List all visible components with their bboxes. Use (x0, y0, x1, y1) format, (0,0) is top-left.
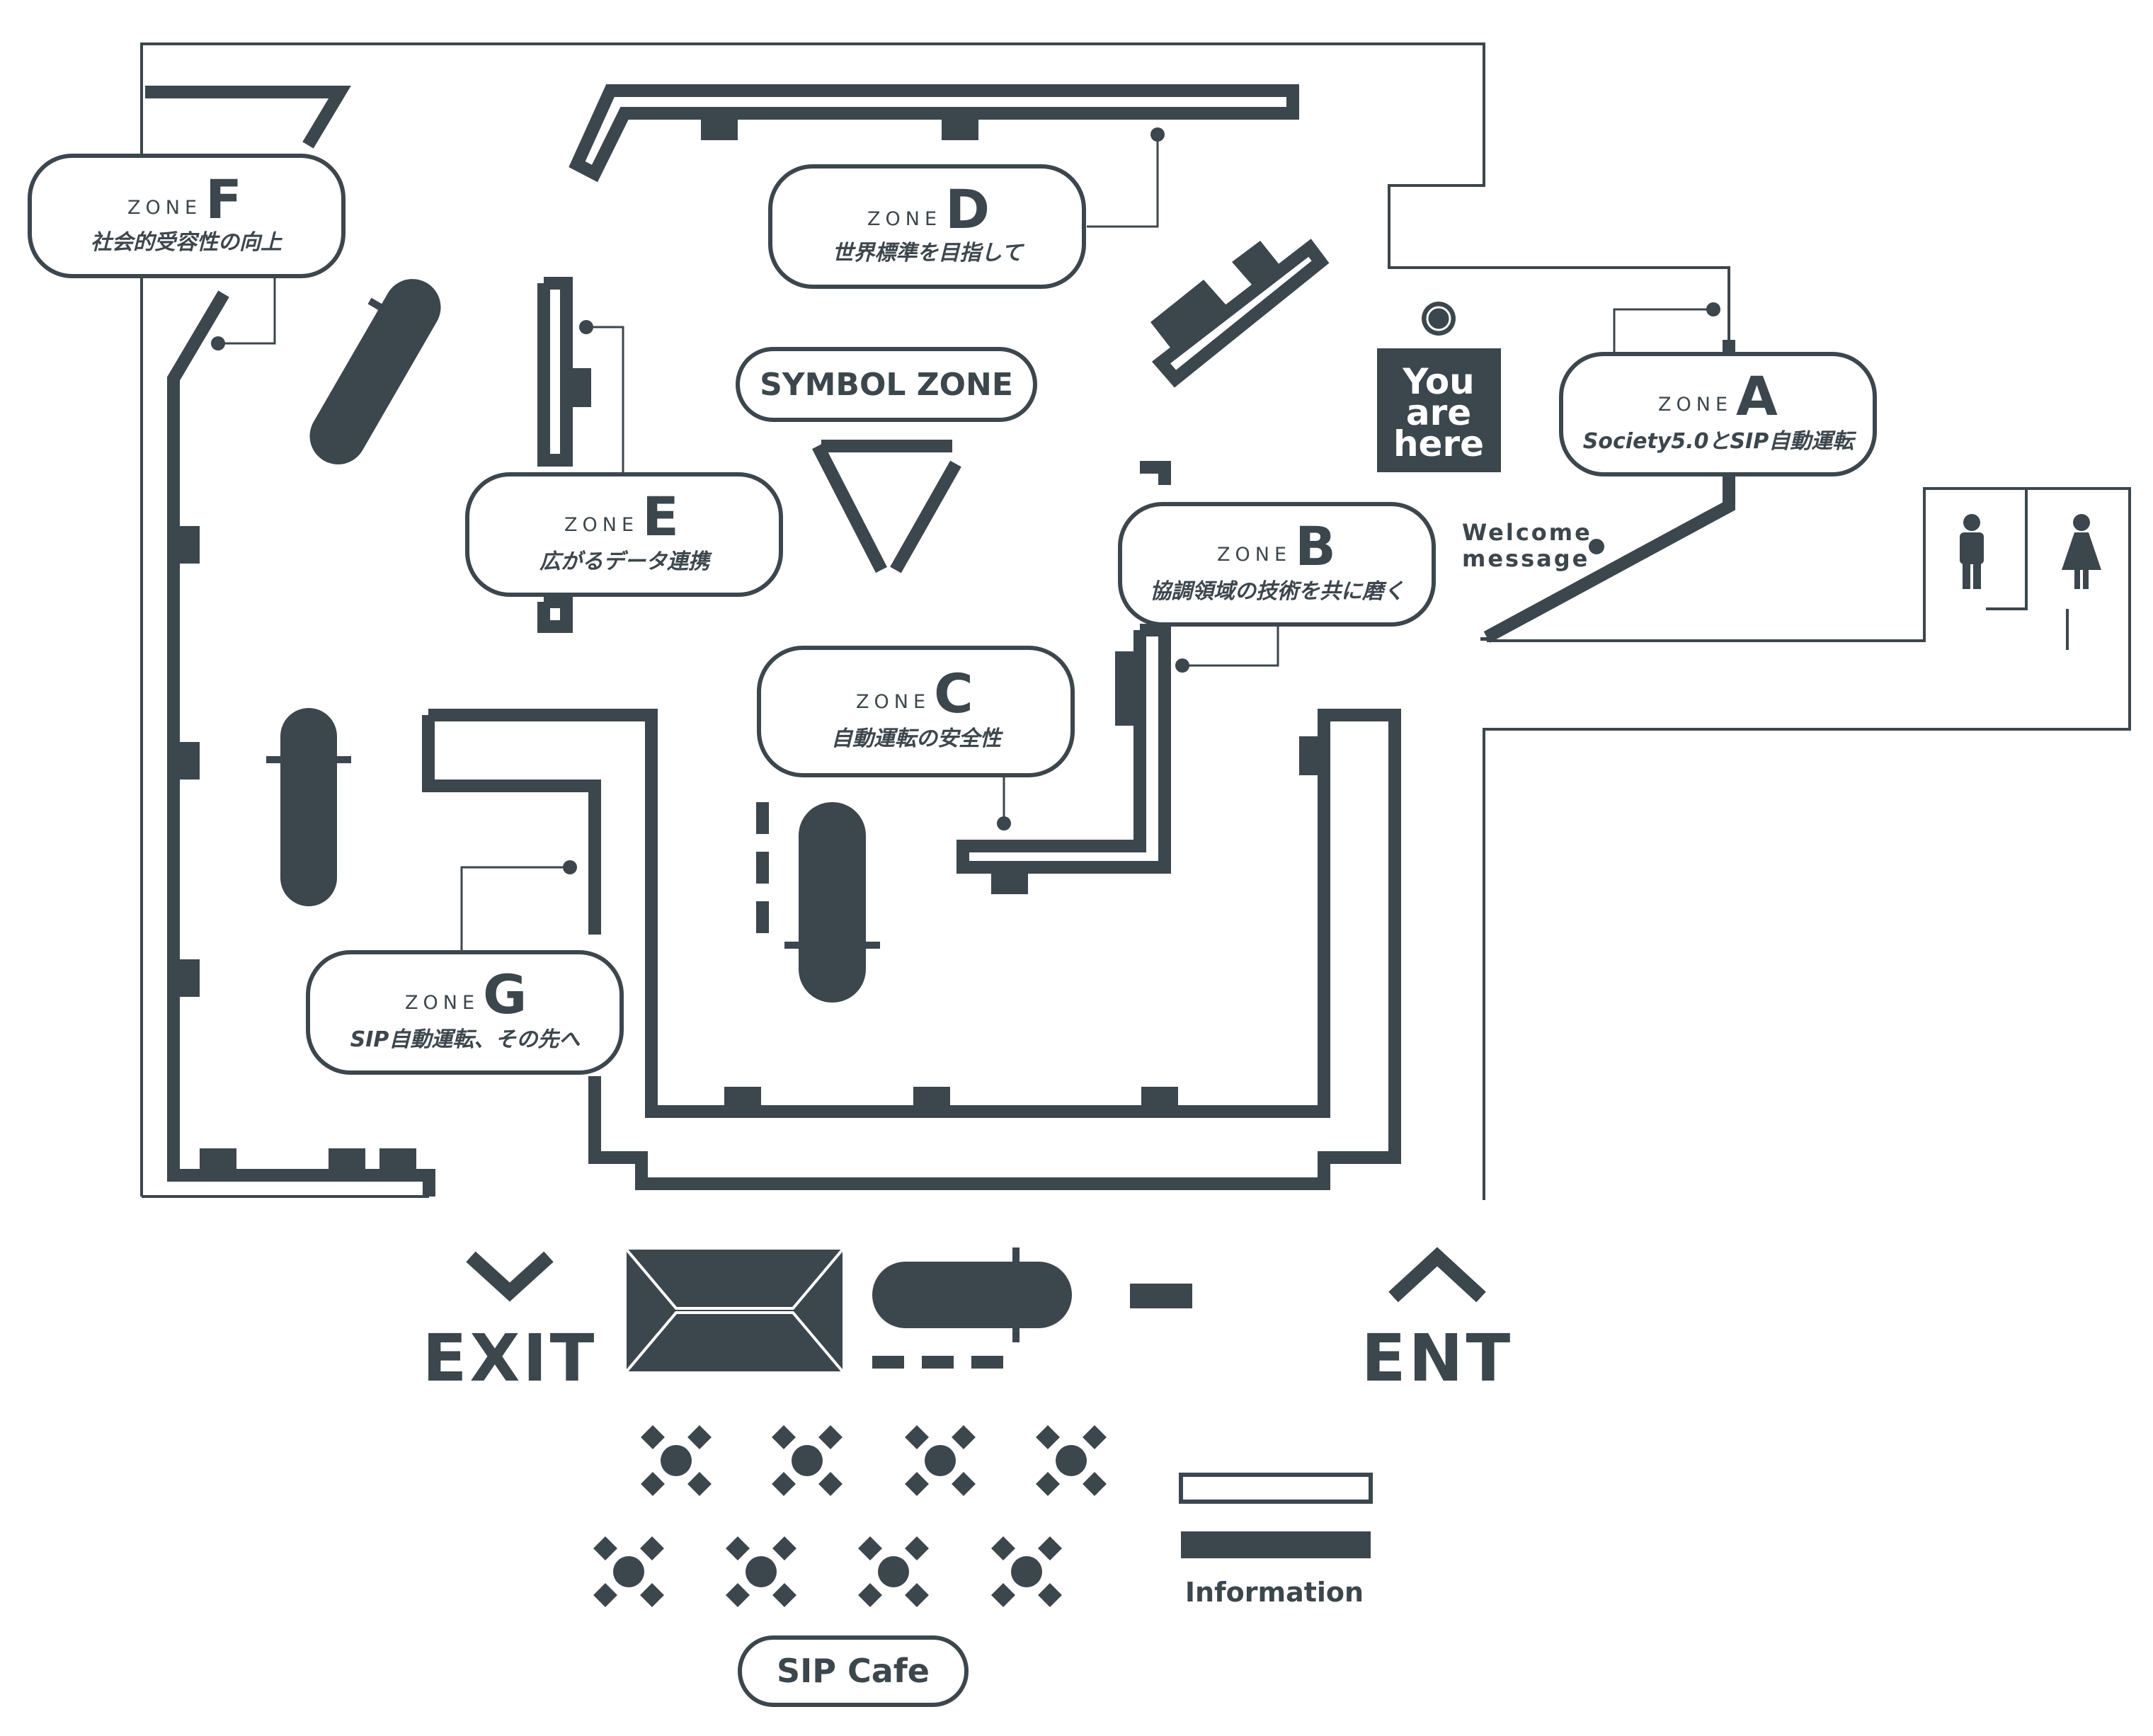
car-icon (872, 1247, 1072, 1369)
cafe-table-icon (991, 1536, 1062, 1607)
cafe-table-icon (1036, 1425, 1107, 1496)
symbol-zone-label[interactable]: SYMBOL ZONE (736, 347, 1037, 422)
information-desk (1179, 1473, 1373, 1558)
zone-title: 広がるデータ連携 (539, 549, 712, 574)
zone-word: ZONE (856, 691, 930, 713)
you-are-here-line3: here (1393, 423, 1484, 464)
zone-word: ZONE (127, 197, 202, 219)
symbol-zone-text: SYMBOL ZONE (760, 367, 1013, 403)
zone-d-label[interactable]: ZONE D 世界標準を目指して (768, 164, 1086, 289)
welcome-line1: Welcome (1462, 519, 1592, 546)
female-restroom-icon (2062, 514, 2101, 589)
interior-walls (145, 84, 1735, 1197)
stage-platform (625, 1248, 844, 1373)
zone-word: ZONE (405, 992, 479, 1014)
zone-e-label[interactable]: ZONE E 広がるデータ連携 (465, 472, 783, 597)
zone-title: Society5.0とSIP自動運転 (1583, 429, 1857, 454)
zone-b-label[interactable]: ZONE B 協調領域の技術を共に磨く (1118, 502, 1436, 627)
car-icon (756, 802, 880, 1003)
zone-a-label[interactable]: ZONE A Society5.0とSIP自動運転 (1559, 352, 1877, 476)
you-are-here-line1: You (1402, 361, 1475, 402)
sip-cafe-text: SIP Cafe (777, 1652, 930, 1690)
zone-title: 社会的受容性の向上 (91, 230, 282, 255)
cafe-table-icon (593, 1536, 664, 1607)
zone-word: ZONE (1658, 394, 1732, 416)
zone-title: SIP自動運転、その先へ (350, 1027, 581, 1052)
zone-letter: C (934, 662, 973, 725)
exit-label: EXIT (423, 1320, 598, 1396)
zone-word: ZONE (1217, 544, 1291, 566)
zone-title: 世界標準を目指して (832, 241, 1024, 265)
cafe-table-icon (858, 1536, 929, 1607)
wall-stubs (173, 113, 1324, 1175)
male-restroom-icon (1960, 514, 1984, 589)
zone-f-label[interactable]: ZONE F 社会的受容性の向上 (28, 154, 345, 278)
car-icon (266, 708, 351, 906)
zone-word: ZONE (564, 514, 639, 536)
welcome-line2: message (1462, 545, 1589, 572)
zone-letter: A (1736, 365, 1778, 428)
entrance-chevron-icon (1388, 1247, 1486, 1303)
cafe-table-icon (641, 1425, 712, 1496)
cafe-table-icon (905, 1425, 976, 1496)
display-stand-diagonal (1150, 239, 1330, 388)
entrance-label: ENT (1361, 1320, 1514, 1396)
leader-lines (211, 127, 1720, 950)
exit-chevron-icon (466, 1251, 554, 1302)
zone-title: 協調領域の技術を共に磨く (1150, 579, 1405, 604)
building-outline (140, 42, 2131, 1200)
bench (1130, 1284, 1192, 1308)
zone-word: ZONE (867, 208, 942, 230)
cafe-table-icon (726, 1536, 796, 1607)
zone-letter: G (483, 963, 527, 1026)
zone-letter: F (205, 168, 242, 231)
you-are-here-line2: are (1406, 392, 1471, 433)
zone-c-label[interactable]: ZONE C 自動運転の安全性 (757, 646, 1075, 777)
zone-letter: B (1295, 515, 1336, 578)
you-are-here-marker: You are here (1377, 302, 1501, 472)
cafe-tables (593, 1425, 1107, 1607)
information-label: Information (1185, 1577, 1364, 1608)
car-icon (309, 279, 441, 464)
sip-cafe-label[interactable]: SIP Cafe (738, 1635, 969, 1707)
zone-g-label[interactable]: ZONE G SIP自動運転、その先へ (306, 950, 624, 1075)
zone-letter: D (945, 178, 990, 241)
cafe-table-icon (772, 1425, 843, 1496)
zone-title: 自動運転の安全性 (831, 726, 1004, 751)
symbol-zone-triangle (811, 440, 961, 573)
restrooms (1960, 489, 2101, 650)
zone-letter: E (642, 485, 679, 548)
